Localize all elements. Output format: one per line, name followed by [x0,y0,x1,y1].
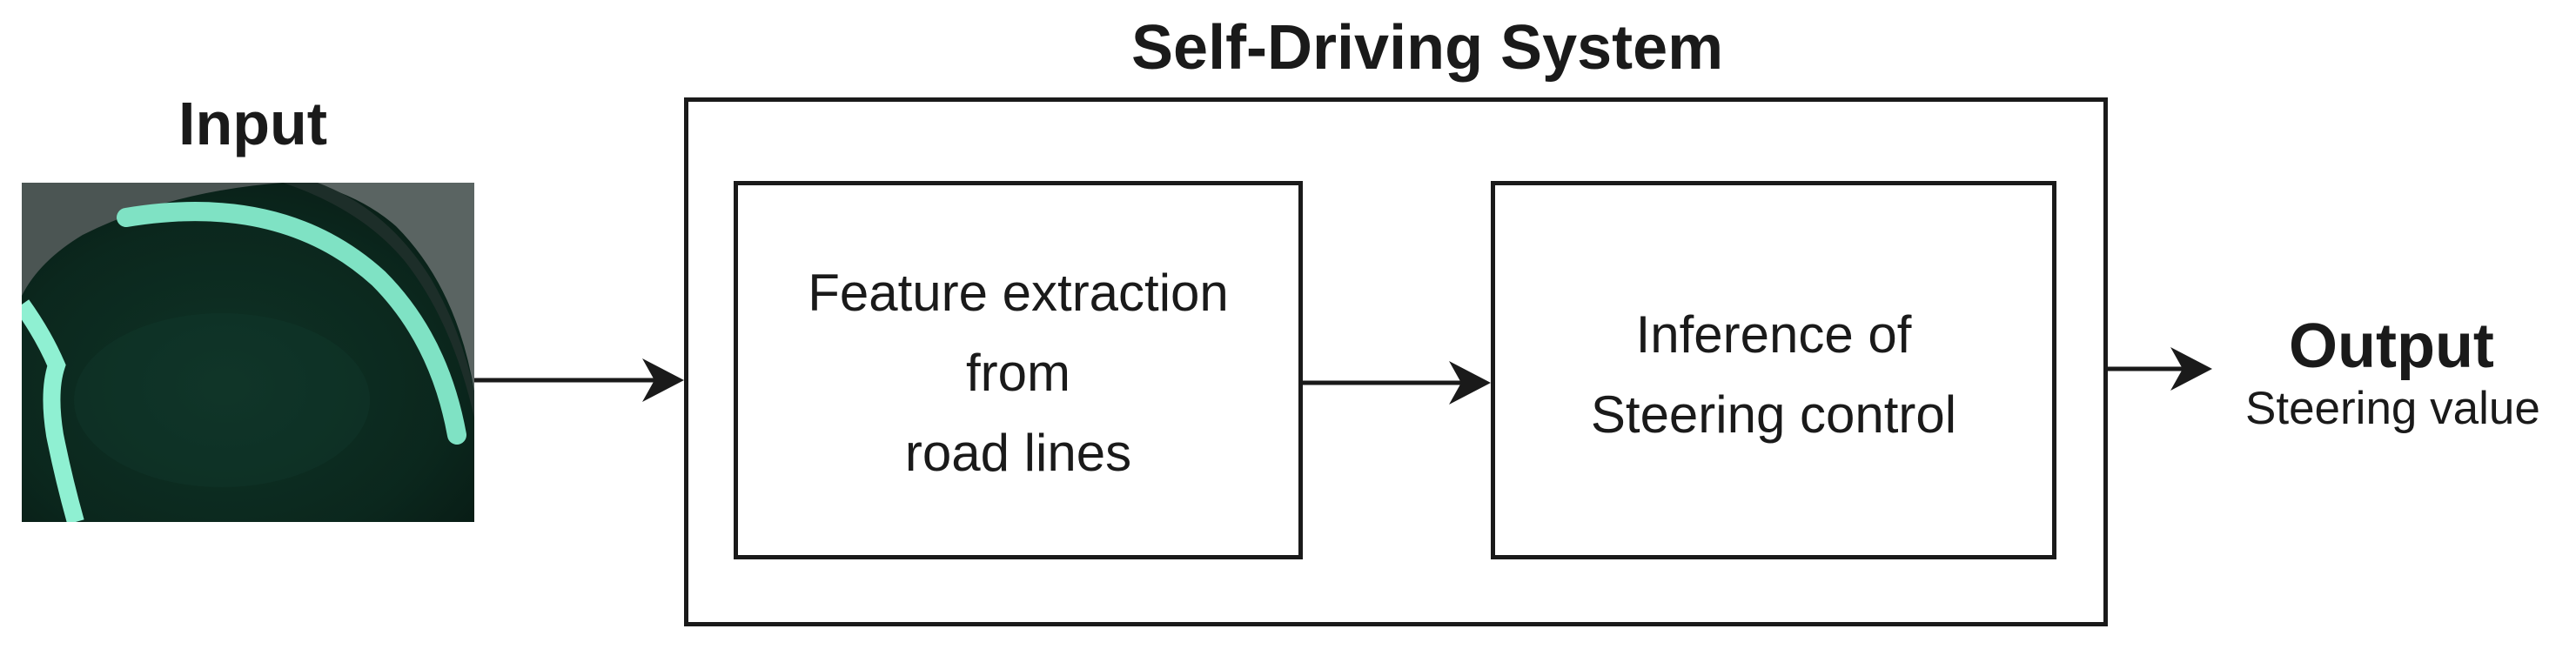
feature-line-3: road lines [904,424,1132,482]
output-title: Output [2289,311,2494,381]
arrow-feature-to-inference [1303,361,1491,405]
feature-line-2: from [966,344,1070,402]
feature-extraction-block: Feature extraction from road lines [734,181,1303,559]
arrow-input-to-system [474,358,684,402]
camera-road-image-icon [22,183,474,522]
inference-line-2: Steering control [1590,385,1957,444]
input-camera-image [22,183,474,522]
steering-inference-block: Inference of Steering control [1491,181,2056,559]
feature-line-1: Feature extraction [808,264,1229,322]
inference-line-1: Inference of [1635,305,1912,364]
feature-extraction-label: Feature extraction from road lines [738,253,1298,493]
output-subtitle: Steering value [2245,383,2540,434]
arrow-system-to-output [2108,347,2212,391]
steering-inference-label: Inference of Steering control [1495,295,2052,455]
input-title: Input [178,90,328,157]
system-title: Self-Driving System [1131,13,1724,83]
